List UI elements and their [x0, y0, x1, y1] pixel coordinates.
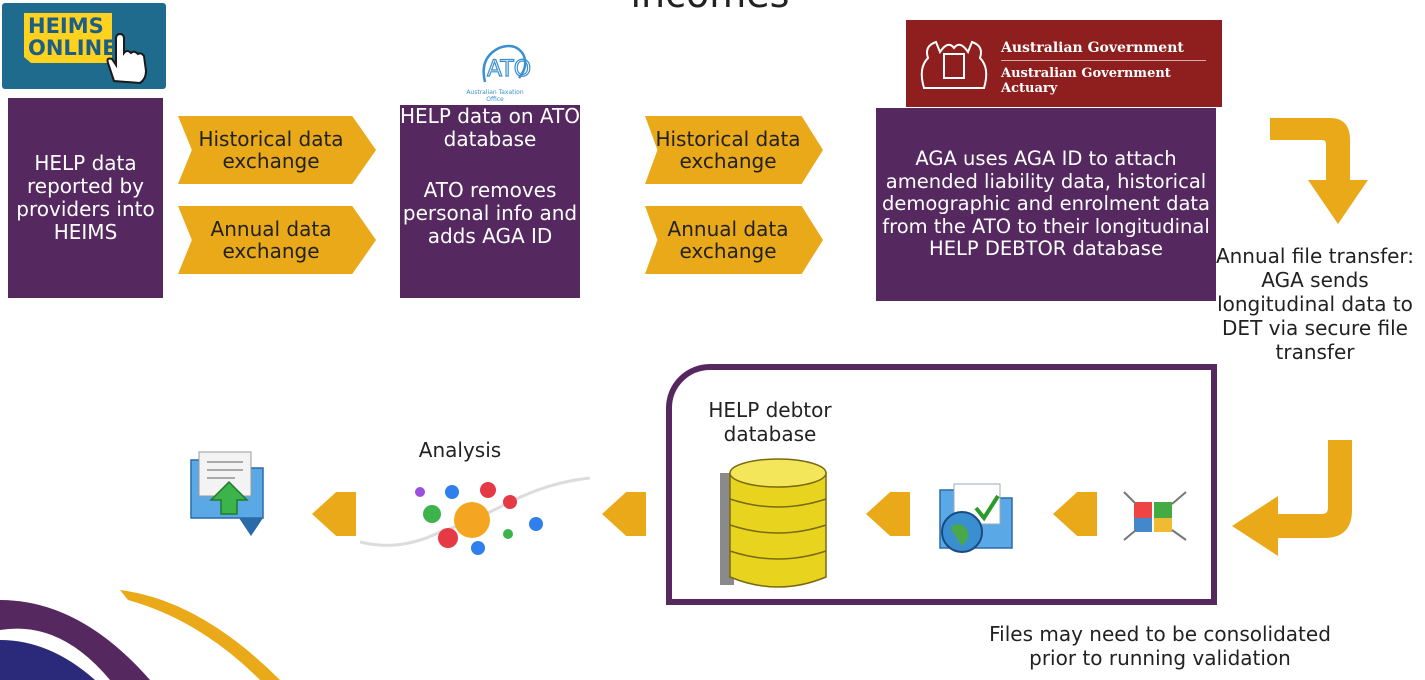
heims-data-box: HELP data reported by providers into HEI… [8, 98, 163, 298]
annual-transfer-label: Annual file transfer: AGA sends longitud… [1215, 244, 1415, 364]
ato-box-top-text: HELP data on ATO database [400, 104, 580, 151]
aga-box-text: AGA uses AGA ID to attach amended liabil… [881, 147, 1210, 261]
annual-exchange-arrow-1: Annual data exchange [178, 206, 376, 274]
gov-divider [1001, 60, 1206, 61]
left-arrow-analysis [602, 492, 646, 536]
annual-exchange-label-1: Annual data exchange [210, 217, 332, 263]
historical-exchange-label-2: Historical data exchange [655, 127, 801, 173]
puzzle-validation-icon [1123, 491, 1187, 541]
ato-box-bottom-text: ATO removes personal info and adds AGA I… [402, 178, 578, 248]
database-icon [720, 458, 827, 588]
globe-folder-icon [939, 483, 1013, 553]
heims-box-text: HELP data reported by providers into HEI… [16, 151, 155, 244]
historical-exchange-arrow-1: Historical data exchange [178, 116, 376, 184]
aga-data-box: AGA uses AGA ID to attach amended liabil… [876, 108, 1216, 301]
consolidation-note: Files may need to be consolidated prior … [989, 622, 1331, 670]
document-download-icon [190, 451, 264, 536]
historical-exchange-arrow-2: Historical data exchange [645, 116, 823, 184]
help-debtor-database-label: HELP debtor database [708, 398, 832, 446]
australian-government-banner: Australian Government Australian Governm… [906, 20, 1222, 107]
left-arrow-output [312, 492, 356, 536]
curved-down-arrow-1 [1270, 118, 1368, 224]
decorative-swoosh [0, 590, 280, 680]
ato-data-box: HELP data on ATO database ATO removes pe… [400, 105, 580, 298]
help-debtor-database-frame [666, 364, 1217, 605]
svg-text:ATO: ATO [487, 57, 531, 82]
curved-left-arrow-2 [1232, 440, 1352, 556]
heims-online-logo: HEIMS ONLINE [2, 3, 166, 89]
hand-cursor-icon [106, 32, 148, 85]
gov-line2: Australian Government Actuary [1001, 66, 1171, 96]
ato-logo-caption: Australian Taxation Office [466, 89, 524, 103]
coat-of-arms-icon [920, 40, 988, 89]
annual-exchange-arrow-2: Annual data exchange [645, 206, 823, 274]
ato-logo: ATO Australian Taxation Office [465, 40, 545, 105]
annual-exchange-label-2: Annual data exchange [667, 217, 789, 263]
page-title: incomes [560, 0, 860, 16]
historical-exchange-label-1: Historical data exchange [198, 127, 344, 173]
analysis-network-icon [360, 476, 590, 555]
heims-logo-text: HEIMS ONLINE [24, 13, 112, 63]
analysis-label: Analysis [418, 438, 502, 462]
gov-line1: Australian Government [1001, 40, 1184, 56]
ato-emblem-icon: ATO [482, 44, 532, 83]
